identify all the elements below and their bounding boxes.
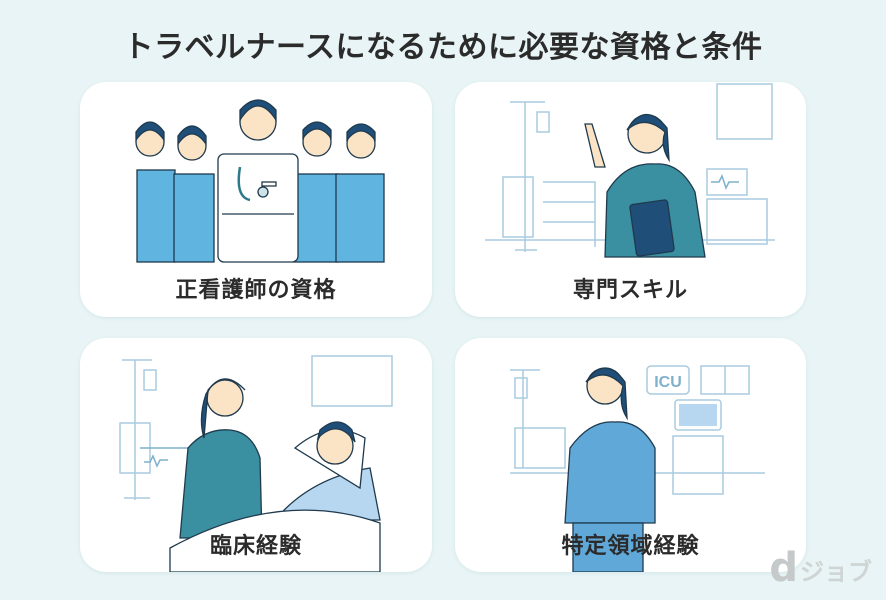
page-title: トラベルナースになるために必要な資格と条件 — [123, 30, 763, 65]
card-label: 正看護師の資格 — [175, 278, 337, 303]
djob-logo: d ジョブ — [769, 545, 872, 591]
logo-mark: d — [769, 545, 798, 591]
card-nurse-license: 正看護師の資格 — [80, 82, 432, 317]
logo-text: ジョブ — [800, 558, 872, 586]
card-label: 特定領域経験 — [561, 534, 700, 559]
nurse-pointing-illustration — [485, 83, 775, 258]
card-label: 専門スキル — [572, 278, 688, 303]
nurse-with-patient-illustration — [119, 355, 393, 572]
card-clinical-experience: 臨床経験 — [80, 338, 432, 572]
card-specialized-skills: 専門スキル — [455, 82, 806, 317]
card-label: 臨床経験 — [209, 534, 302, 559]
nurse-in-icu-illustration: ICU — [510, 365, 765, 572]
card-specialty-area-experience: ICU 特定領域経験 — [455, 338, 806, 572]
nurses-group-illustration — [135, 99, 385, 263]
icu-sign: ICU — [654, 374, 682, 391]
